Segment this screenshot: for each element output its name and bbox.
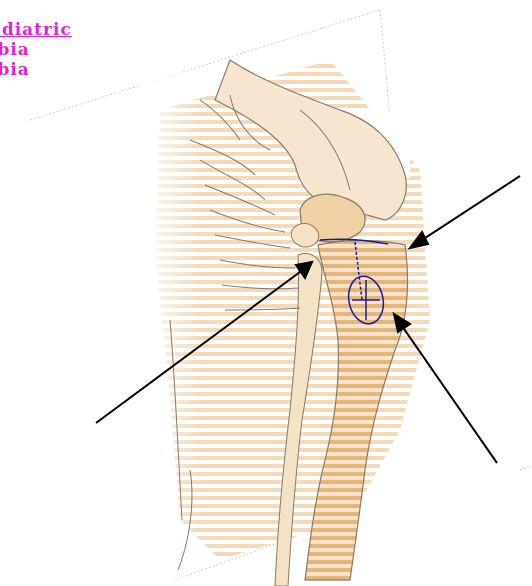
arrow-upper-right (410, 176, 520, 248)
